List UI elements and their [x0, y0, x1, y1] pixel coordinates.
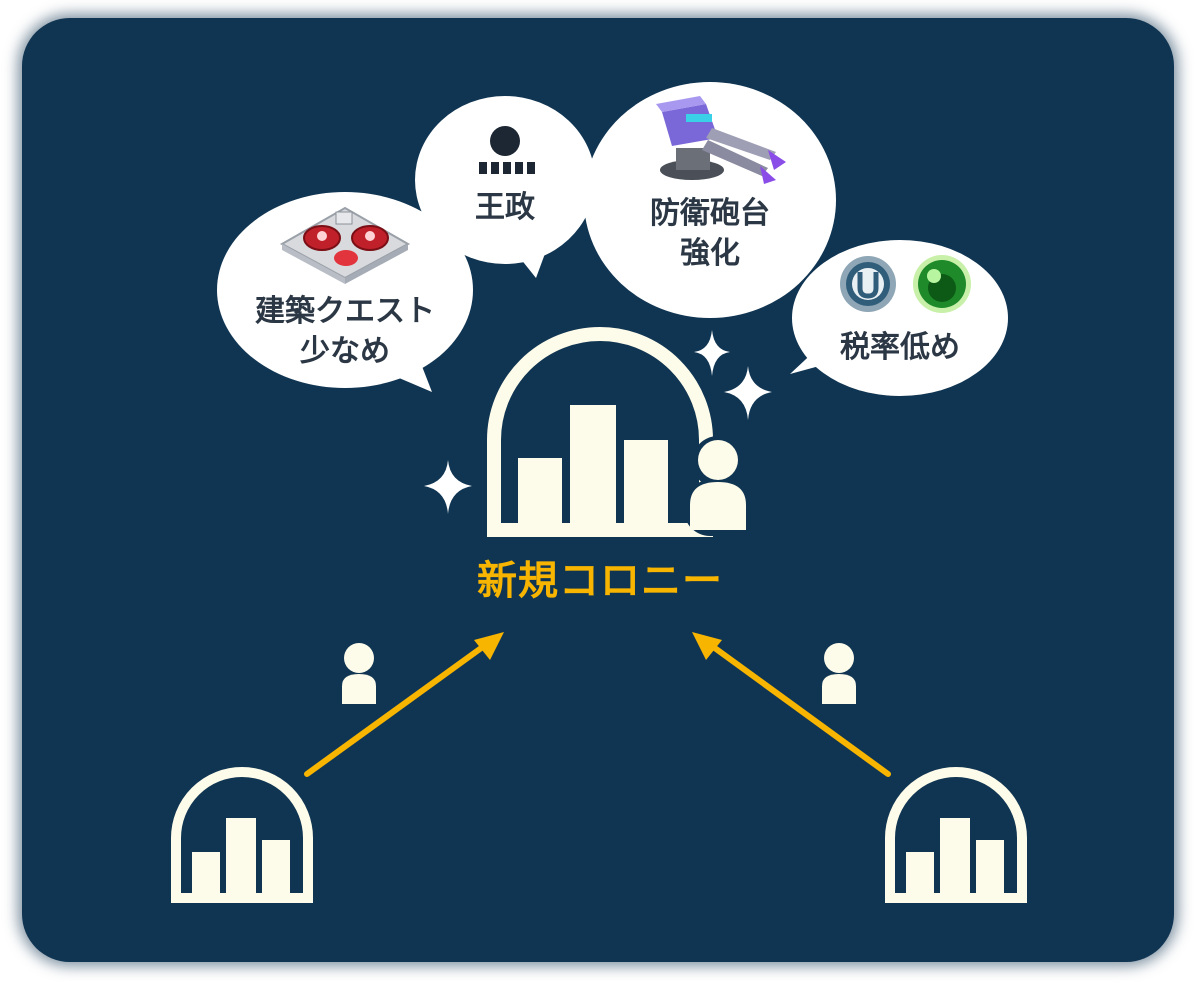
turret-icon: [656, 96, 786, 184]
colonist-icon: [342, 643, 376, 704]
arrow-left: [304, 632, 504, 777]
label-line: 建築クエスト: [255, 294, 435, 329]
label-line: 強化: [680, 236, 740, 271]
label-line: 少なめ: [300, 334, 390, 369]
bubble-monarchy: [415, 96, 595, 278]
bubble-label-monarchy: 王政: [445, 188, 565, 228]
label-line: 税率低め: [840, 330, 960, 365]
colonist-icon: [822, 643, 856, 704]
building-pad-icon: [279, 206, 411, 284]
bubble-label-build-quest: 建築クエスト 少なめ: [225, 292, 465, 372]
bubble-low-tax: [790, 240, 1008, 396]
new-colony-title: 新規コロニー: [477, 558, 723, 604]
label-line: 防衛砲台: [650, 196, 770, 231]
arrow-right: [692, 632, 891, 777]
bubble-label-defense-turret: 防衛砲台 強化: [610, 194, 810, 274]
bubble-label-low-tax: 税率低め: [820, 328, 980, 368]
bubble-defense-turret: [584, 82, 836, 318]
colonist-icon: [684, 436, 754, 536]
resource-orbs-icon: [840, 255, 971, 313]
bubble-build-quest: [217, 192, 473, 392]
monarch-icon: [479, 126, 535, 174]
source-colony-right-icon: [885, 767, 1027, 903]
new-colony-icon: [487, 327, 713, 537]
label-line: 王政: [475, 190, 535, 225]
source-colony-left-icon: [171, 767, 313, 903]
sparkle-icon: [424, 330, 772, 514]
